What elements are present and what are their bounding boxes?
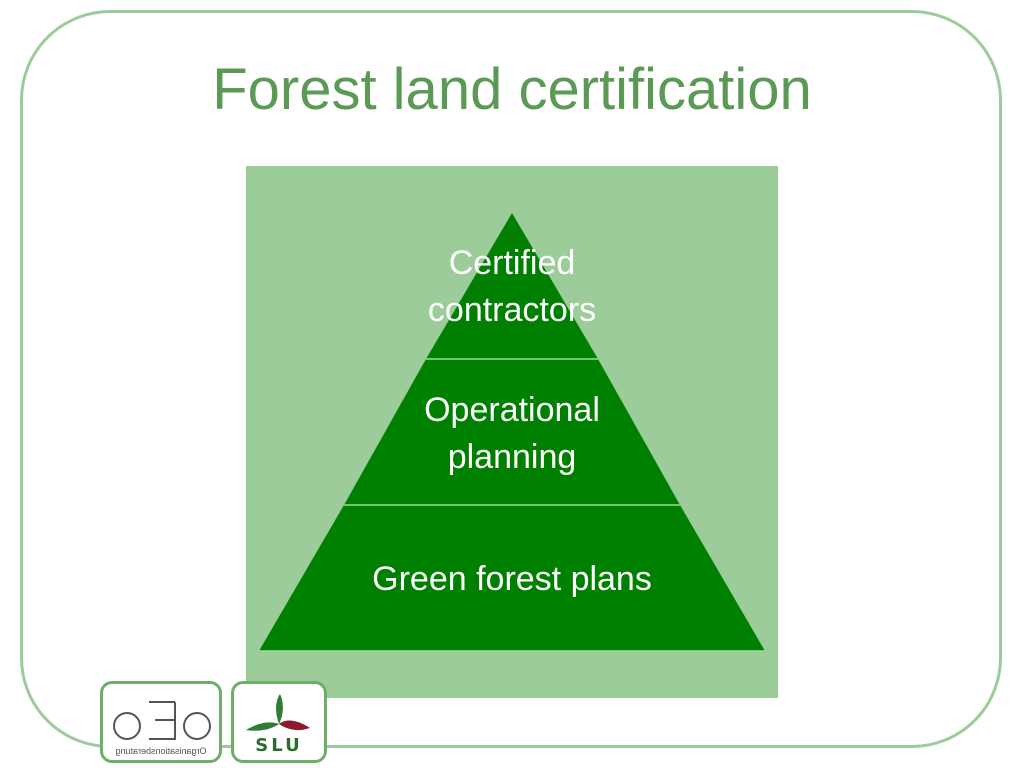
oeo-logo: Organisationsberatung bbox=[100, 681, 222, 763]
pyramid-level-top-label: Certified contractors bbox=[427, 244, 597, 329]
oeo-logo-caption: Organisationsberatung bbox=[115, 746, 206, 756]
oeo-logo-mark: Organisationsberatung bbox=[113, 701, 211, 756]
pyramid-level-top bbox=[426, 213, 598, 359]
slu-logo: SLU bbox=[231, 681, 327, 763]
slide-title: Forest land certification bbox=[212, 57, 812, 122]
pyramid-level-middle bbox=[344, 359, 680, 505]
pyramid-level-bottom-label: Green forest plans bbox=[372, 560, 652, 598]
pyramid-level-bottom bbox=[259, 505, 765, 651]
pyramid-level-middle-label: Operational planning bbox=[424, 391, 600, 476]
slu-leaf-icon: SLU bbox=[246, 694, 310, 756]
slu-wordmark: SLU bbox=[255, 735, 302, 756]
